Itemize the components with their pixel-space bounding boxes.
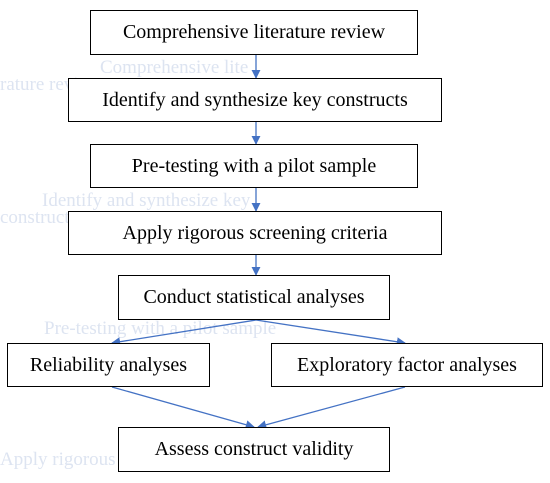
- step-pilot-testing: Pre-testing with a pilot sample: [90, 144, 418, 188]
- step-screening-criteria: Apply rigorous screening criteria: [68, 211, 442, 255]
- arrow-reliability-to-validity: [111, 386, 255, 430]
- step-identify-constructs: Identify and synthesize key constructs: [68, 78, 442, 122]
- arrow-factor-to-validity: [257, 386, 406, 430]
- step-factor-analyses: Exploratory factor analyses: [271, 343, 543, 387]
- arrow-statistical-to-factor: [255, 319, 406, 347]
- arrow-statistical-to-reliability: [111, 319, 257, 347]
- step-construct-validity: Assess construct validity: [118, 427, 390, 472]
- step-reliability-analyses: Reliability analyses: [7, 343, 210, 387]
- step-literature-review: Comprehensive literature review: [90, 10, 418, 55]
- step-statistical-analyses: Conduct statistical analyses: [118, 275, 390, 320]
